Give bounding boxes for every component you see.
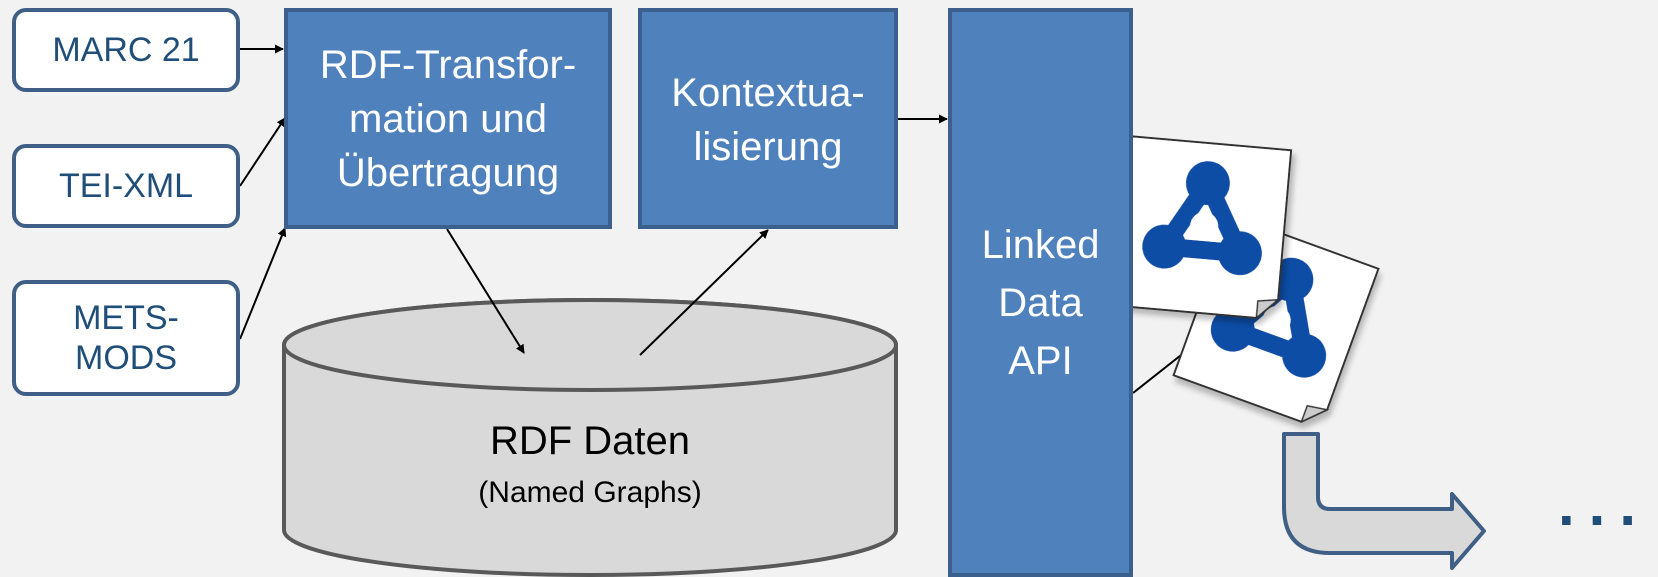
contextualization-label-line2: lisierung [693, 125, 843, 169]
linked-data-api-label-line3: API [1008, 339, 1073, 383]
linked-data-api-label-line2: Data [998, 281, 1083, 325]
rdf-transformation-box: RDF-Transfor- mation und Übertragung [284, 8, 612, 229]
arrow-tei-to-transform [239, 117, 286, 187]
rdf-transformation-label-line3: Übertragung [336, 150, 560, 195]
input-tei-xml: TEI-XML [12, 144, 240, 228]
rdf-document-front [1115, 135, 1293, 320]
linked-data-api-label-line1: Linked [981, 223, 1100, 267]
input-marc21: MARC 21 [12, 8, 240, 92]
input-mets-mods-label-line2: MODS [75, 339, 177, 377]
arrow-store-to-context [639, 229, 769, 356]
continuation-ellipsis: ... [1557, 471, 1650, 538]
input-tei-xml-label: TEI-XML [58, 167, 194, 205]
rdf-logo-icon [1142, 161, 1262, 276]
linked-data-api-box: Linked Data API [948, 8, 1133, 577]
input-marc21-label: MARC 21 [52, 31, 200, 69]
bent-arrow-icon [1282, 432, 1486, 570]
rdf-data-title: RDF Daten [489, 419, 691, 463]
rdf-transformation-label-line2: mation und [349, 96, 547, 141]
input-mets-mods-label-line1: METS- [73, 299, 179, 337]
rdf-data-subtitle: (Named Graphs) [478, 476, 702, 509]
arrow-mets-to-transform [239, 227, 287, 340]
contextualization-label-line1: Kontextua- [671, 71, 865, 115]
rdf-transformation-label-line1: RDF-Transfor- [319, 42, 577, 87]
arrow-transform-to-store [446, 228, 525, 354]
input-mets-mods: METS- MODS [12, 280, 240, 396]
contextualization-box: Kontextua- lisierung [638, 8, 898, 229]
rdf-data-cylinder [282, 298, 898, 577]
